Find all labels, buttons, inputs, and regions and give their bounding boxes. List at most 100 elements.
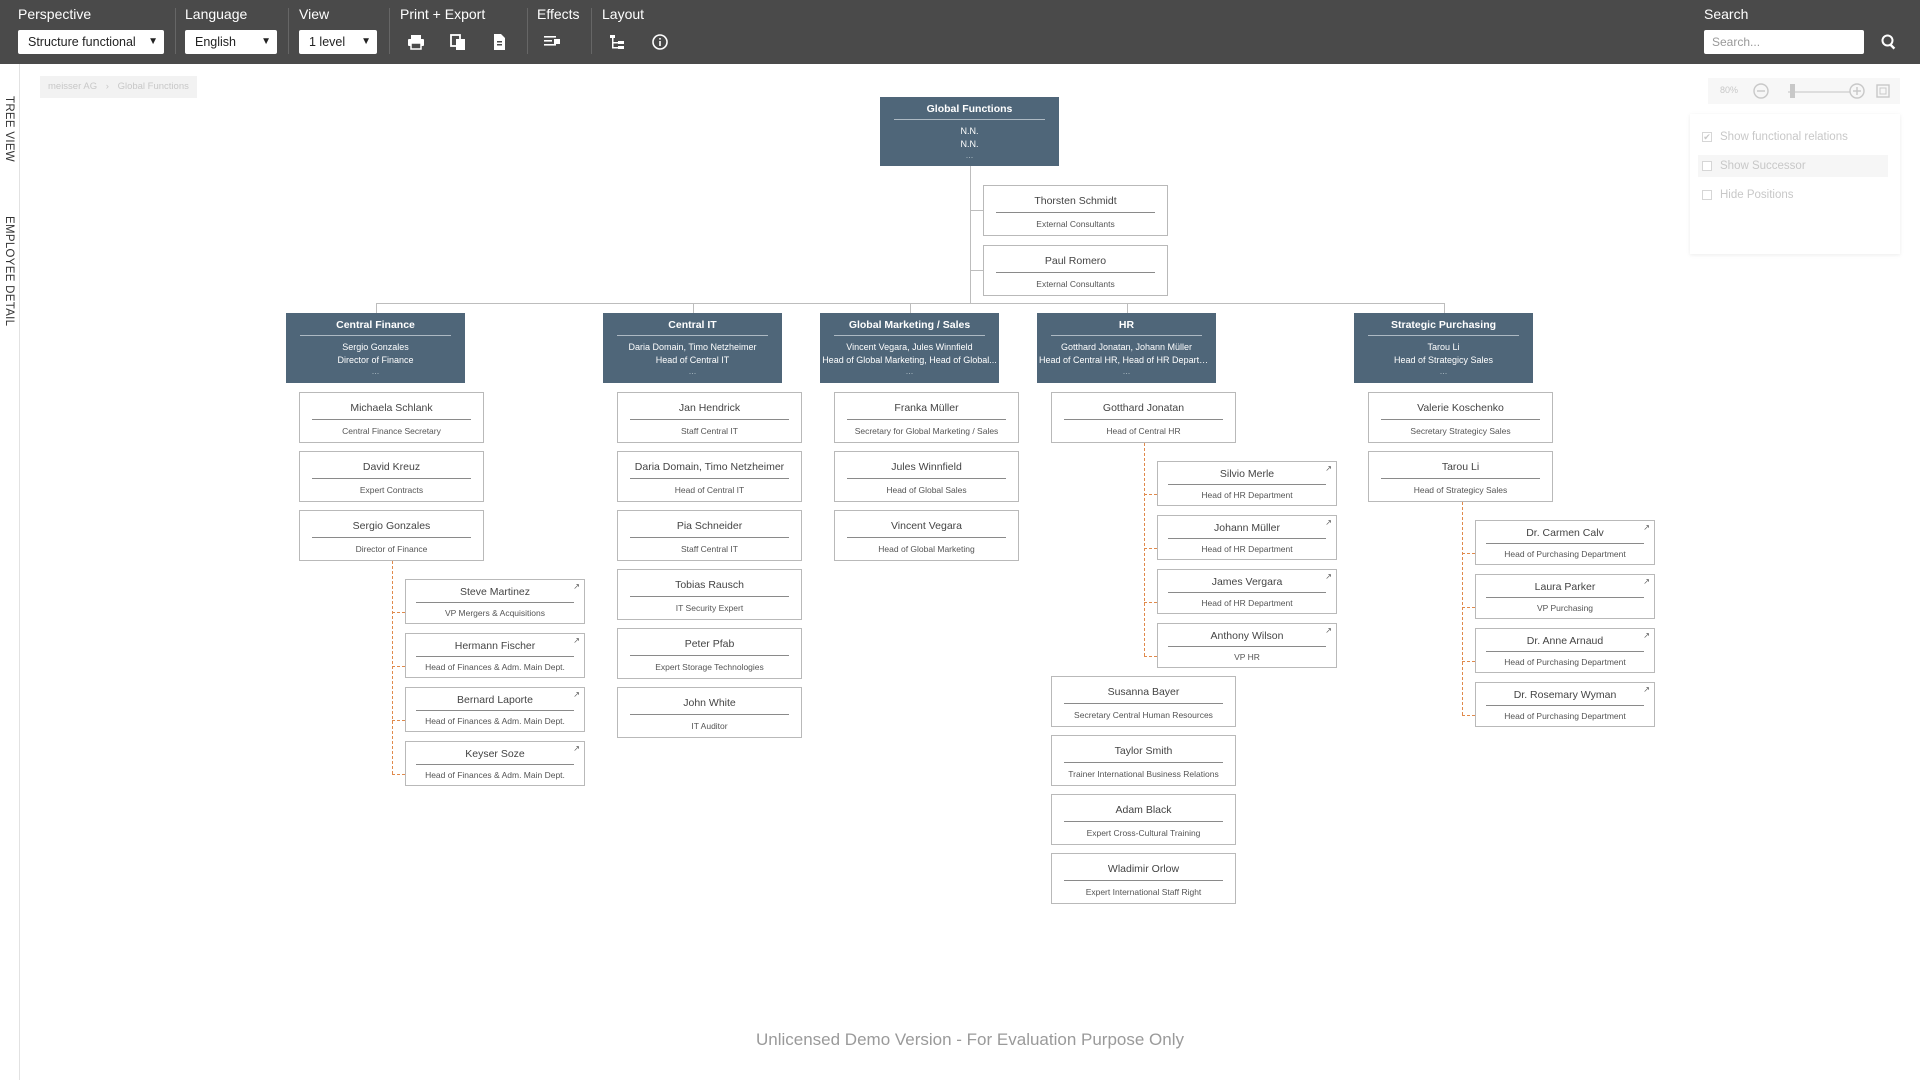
employee-position: IT Auditor <box>691 721 728 731</box>
zoom-in-icon[interactable] <box>1848 82 1866 100</box>
external-link-icon[interactable]: ↗ <box>1643 631 1650 640</box>
external-link-icon[interactable]: ↗ <box>1325 518 1332 527</box>
external-link-icon[interactable]: ↗ <box>573 744 580 753</box>
option-show-functional-relations[interactable]: ✔ Show functional relations <box>1698 126 1888 148</box>
external-link-icon[interactable]: ↗ <box>1325 464 1332 473</box>
export-document-icon[interactable] <box>488 31 510 53</box>
divider <box>416 656 574 657</box>
search-input[interactable]: Search... <box>1704 30 1864 54</box>
external-link-icon[interactable]: ↗ <box>1643 685 1650 694</box>
search-placeholder: Search... <box>1712 35 1761 49</box>
employee-position: Expert Cross-Cultural Training <box>1086 828 1201 838</box>
external-link-icon[interactable]: ↗ <box>1325 626 1332 635</box>
divider <box>1168 592 1326 593</box>
fit-to-screen-icon[interactable] <box>1874 82 1892 100</box>
zoom-slider-handle[interactable] <box>1790 84 1795 98</box>
checkbox-icon[interactable] <box>1702 161 1712 171</box>
side-tab-bar: TREE VIEW EMPLOYEE DETAIL <box>0 64 20 1080</box>
employee-name: John White <box>683 697 736 709</box>
external-link-icon[interactable]: ↗ <box>573 690 580 699</box>
connector-line <box>969 270 983 271</box>
divider <box>617 335 768 336</box>
print-icon[interactable] <box>405 31 427 53</box>
divider <box>1486 597 1644 598</box>
option-hide-positions[interactable]: Hide Positions <box>1698 184 1888 206</box>
employee-name: Keyser Soze <box>465 748 525 760</box>
checkbox-icon[interactable] <box>1702 190 1712 200</box>
external-link-icon[interactable]: ↗ <box>1325 572 1332 581</box>
checkbox-checked-icon[interactable]: ✔ <box>1702 132 1712 142</box>
tree-layout-icon[interactable] <box>606 31 628 53</box>
breadcrumb-current[interactable]: Global Functions <box>117 81 189 92</box>
option-show-successor[interactable]: Show Successor <box>1698 155 1888 177</box>
info-icon[interactable] <box>649 31 671 53</box>
employee-position: Head of Purchasing Department <box>1504 657 1626 667</box>
member-card[interactable]: John White IT Auditor <box>617 687 802 738</box>
connector-line <box>1126 303 1128 313</box>
copy-icon[interactable] <box>447 31 469 53</box>
employee-name: Jan Hendrick <box>678 402 741 414</box>
search-icon[interactable] <box>1878 31 1900 53</box>
relation-line <box>1462 552 1475 554</box>
divider <box>847 478 1006 479</box>
perspective-select[interactable]: Structure functional ▼ <box>18 30 164 54</box>
external-link-icon[interactable]: ↗ <box>1643 523 1650 532</box>
breadcrumb-root[interactable]: meisser AG <box>48 81 98 92</box>
tab-tree-view[interactable]: TREE VIEW <box>3 96 15 162</box>
external-link-icon[interactable]: ↗ <box>573 582 580 591</box>
view-select[interactable]: 1 level ▼ <box>299 30 377 54</box>
zoom-out-icon[interactable] <box>1752 82 1770 100</box>
language-select[interactable]: English ▼ <box>185 30 277 54</box>
employee-position: External Consultants <box>1036 219 1115 229</box>
top-toolbar: Perspective Structure functional ▼ Langu… <box>0 0 1920 64</box>
tab-employee-detail[interactable]: EMPLOYEE DETAIL <box>3 216 15 327</box>
effects-settings-icon[interactable] <box>541 31 563 53</box>
effects-label: Effects <box>537 6 580 22</box>
external-link-icon[interactable]: ↗ <box>573 636 580 645</box>
external-link-icon[interactable]: ↗ <box>1643 577 1650 586</box>
zoom-slider-track[interactable] <box>1788 91 1850 93</box>
employee-name: Michaela Schlank <box>350 402 433 414</box>
employee-position: Head of Finances & Adm. Main Dept. <box>425 770 565 780</box>
connector-line <box>375 303 1444 304</box>
employee-position: Head of Purchasing Department <box>1504 549 1626 559</box>
